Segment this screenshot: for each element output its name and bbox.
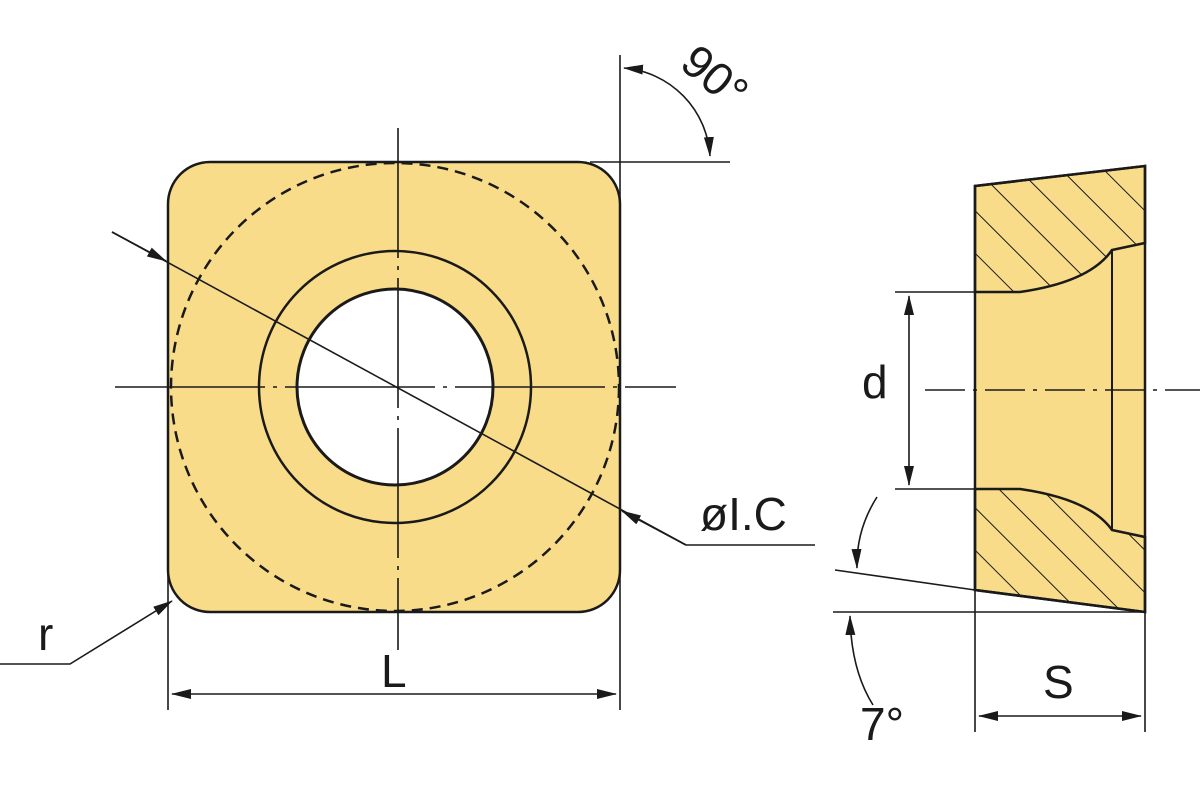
d-label: d [862, 356, 888, 408]
clearance-arc-lower [845, 615, 874, 706]
ic-arrow-lower [621, 510, 687, 546]
ic-label: øI.C [700, 488, 787, 540]
radius-leader [0, 600, 173, 665]
ic-arrow-upper [111, 231, 167, 262]
lower-hatch [973, 487, 1147, 614]
angle-90-label: 90° [672, 34, 759, 119]
side-view: d S 7° [833, 164, 1200, 750]
angle-arc [623, 64, 714, 157]
clearance-flank-line [834, 569, 976, 591]
clearance-arc-upper [851, 496, 878, 569]
clearance-7-label: 7° [860, 698, 904, 750]
l-label: L [381, 645, 407, 697]
s-label: S [1043, 656, 1074, 708]
top-view: øI.C r L 90° [0, 34, 815, 710]
ic-diameter-line [111, 231, 687, 546]
radius-label: r [38, 608, 53, 660]
